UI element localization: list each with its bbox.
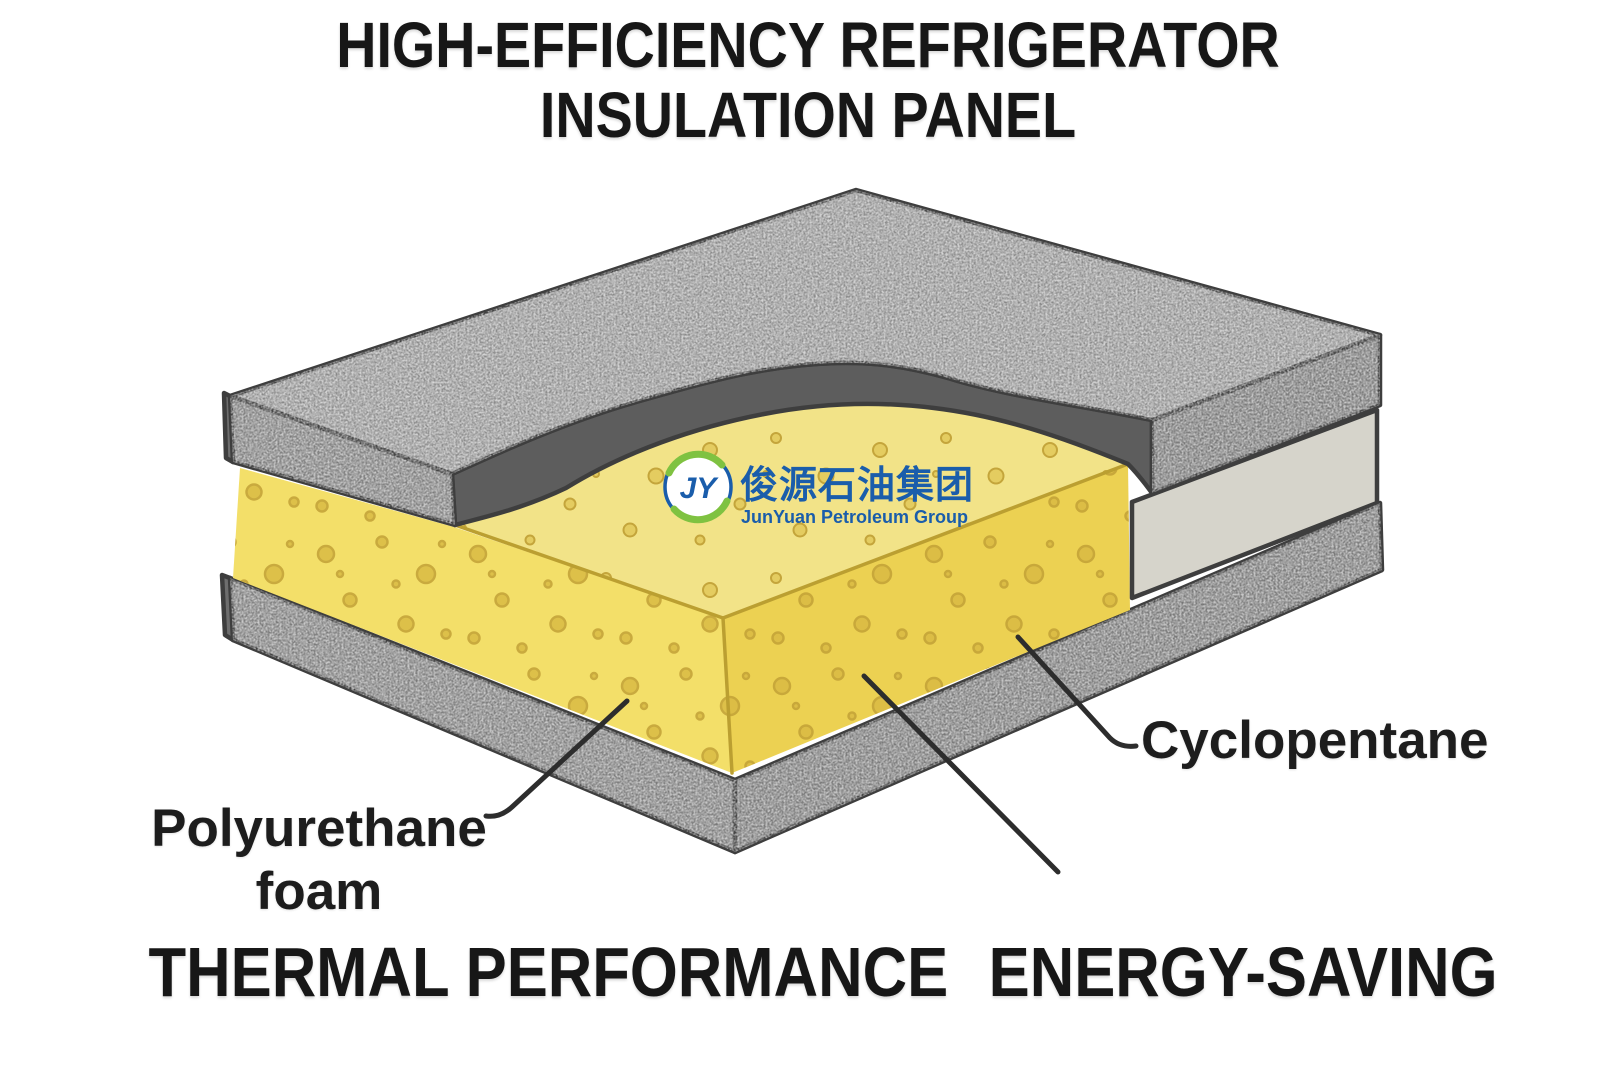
right-end-liner-layer [1129,407,1380,601]
leader-line-polyurethane [483,698,630,819]
title-line-1: HIGH-EFFICIENCY REFRIGERATOR [336,9,1280,81]
footer-energy-saving: ENERGY-SAVING [988,933,1498,1011]
footer-thermal-performance: THERMAL PERFORMANCE [148,933,948,1011]
label-polyurethane-line-1: Polyurethane [151,799,487,858]
jy-monogram: JY [680,472,720,505]
leader-line-cyclopentane [1015,634,1139,749]
footer-tagline: THERMAL PERFORMANCE ENERGY-SAVING [148,932,1497,1012]
page-title: HIGH-EFFICIENCY REFRIGERATOR INSULATION … [0,10,1616,151]
logo-english-text: JunYuan Petroleum Group [741,507,968,527]
junyuan-logo-watermark: JY 俊源石油集团 JunYuan Petroleum Group [663,450,974,527]
foam-front-corner-ridge [721,616,734,775]
label-cyclopentane: Cyclopentane [1141,711,1489,770]
leader-line-center [861,673,1061,875]
title-line-2: INSULATION PANEL [539,79,1077,152]
logo-chinese-text: 俊源石油集团 [740,463,974,507]
label-polyurethane-line-2: foam [255,861,383,921]
label-polyurethane-foam: Polyurethane foam [104,798,534,923]
junyuan-logo-icon: JY [663,450,733,524]
